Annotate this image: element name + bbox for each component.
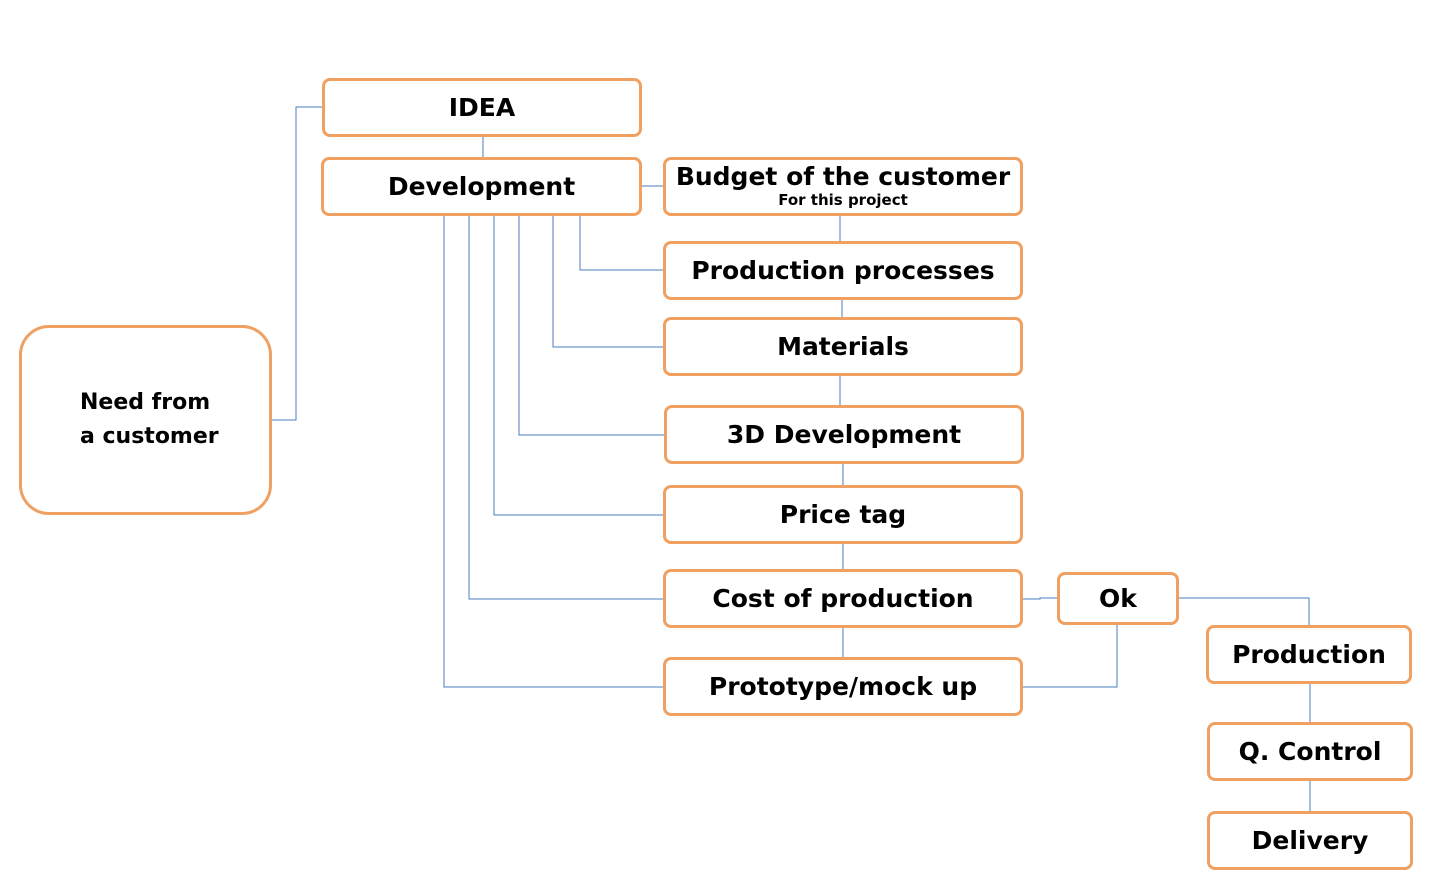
need-line-2: a customer — [80, 424, 219, 449]
need-line-1: Need from — [80, 389, 211, 415]
idea-box: IDEA — [322, 78, 642, 137]
delivery-box: Delivery — [1207, 811, 1413, 870]
production-processes-box: Production processes — [663, 241, 1023, 300]
production-label: Production — [1232, 639, 1386, 669]
budget-title: Budget of the customer — [675, 162, 1011, 191]
cost-of-production-label: Cost of production — [712, 583, 974, 613]
budget-box: Budget of the customer For this project — [663, 157, 1023, 216]
materials-label: Materials — [777, 331, 909, 361]
production-box: Production — [1206, 625, 1412, 684]
connector-development-cost — [468, 216, 663, 600]
cost-of-production-box: Cost of production — [663, 569, 1023, 628]
connector-development-materials — [552, 216, 663, 348]
need-from-customer-box: Need from a customer — [19, 325, 272, 515]
price-tag-label: Price tag — [779, 499, 907, 529]
3d-development-box: 3D Development — [664, 405, 1024, 464]
connector-cost-ok — [1023, 597, 1057, 600]
connector-development-processes — [579, 216, 663, 271]
price-tag-box: Price tag — [663, 485, 1023, 544]
prototype-label: Prototype/mock up — [708, 671, 978, 701]
connector-development-price — [493, 216, 663, 516]
connector-development-3d — [518, 216, 664, 436]
connector-need-idea — [272, 106, 322, 421]
ok-box: Ok — [1057, 572, 1179, 625]
quality-control-label: Q. Control — [1238, 736, 1382, 766]
materials-box: Materials — [663, 317, 1023, 376]
connector-prototype-ok — [1023, 625, 1118, 688]
budget-subtitle: For this project — [778, 191, 908, 209]
3d-development-label: 3D Development — [726, 419, 962, 449]
development-box: Development — [321, 157, 642, 216]
connector-development-prototype — [443, 216, 663, 688]
ok-label: Ok — [1099, 583, 1137, 613]
prototype-box: Prototype/mock up — [663, 657, 1023, 716]
connector-ok-production — [1179, 597, 1310, 625]
delivery-label: Delivery — [1251, 825, 1369, 855]
quality-control-box: Q. Control — [1207, 722, 1413, 781]
development-label: Development — [387, 171, 576, 201]
idea-label: IDEA — [448, 92, 516, 122]
production-processes-label: Production processes — [691, 255, 995, 285]
